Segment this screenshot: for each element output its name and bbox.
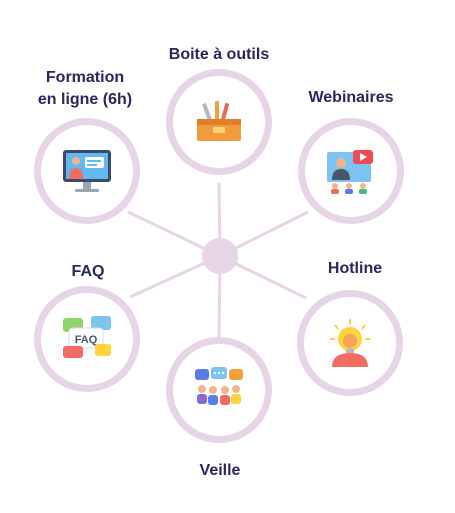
people-chat-icon	[191, 365, 247, 415]
webinar-presentation-icon	[323, 146, 379, 196]
formation-label-line1: Formation	[45, 69, 125, 86]
webinaires-label: Webinaires	[308, 89, 394, 106]
toolbox-icon	[191, 97, 247, 147]
outils-label: Boite à outils	[168, 46, 270, 63]
veille-label: Veille	[199, 462, 241, 479]
formation-label: Formation en ligne (6h)	[20, 67, 150, 111]
webinaires-node[interactable]	[298, 118, 404, 224]
faq-node[interactable]: FAQ	[34, 286, 140, 392]
outils-node[interactable]	[166, 69, 272, 175]
hotline-node[interactable]	[297, 290, 403, 396]
faq-label: FAQ	[71, 263, 105, 280]
formation-node[interactable]	[34, 118, 140, 224]
veille-node[interactable]	[166, 337, 272, 443]
hotline-label: Hotline	[327, 260, 383, 277]
computer-training-icon	[59, 146, 115, 196]
center-hub	[202, 238, 238, 274]
lightbulb-person-icon	[322, 317, 378, 369]
formation-label-line2: en ligne (6h)	[37, 91, 133, 108]
faq-icon-text: FAQ	[75, 334, 98, 346]
faq-chat-bubbles-icon: FAQ	[59, 314, 115, 364]
